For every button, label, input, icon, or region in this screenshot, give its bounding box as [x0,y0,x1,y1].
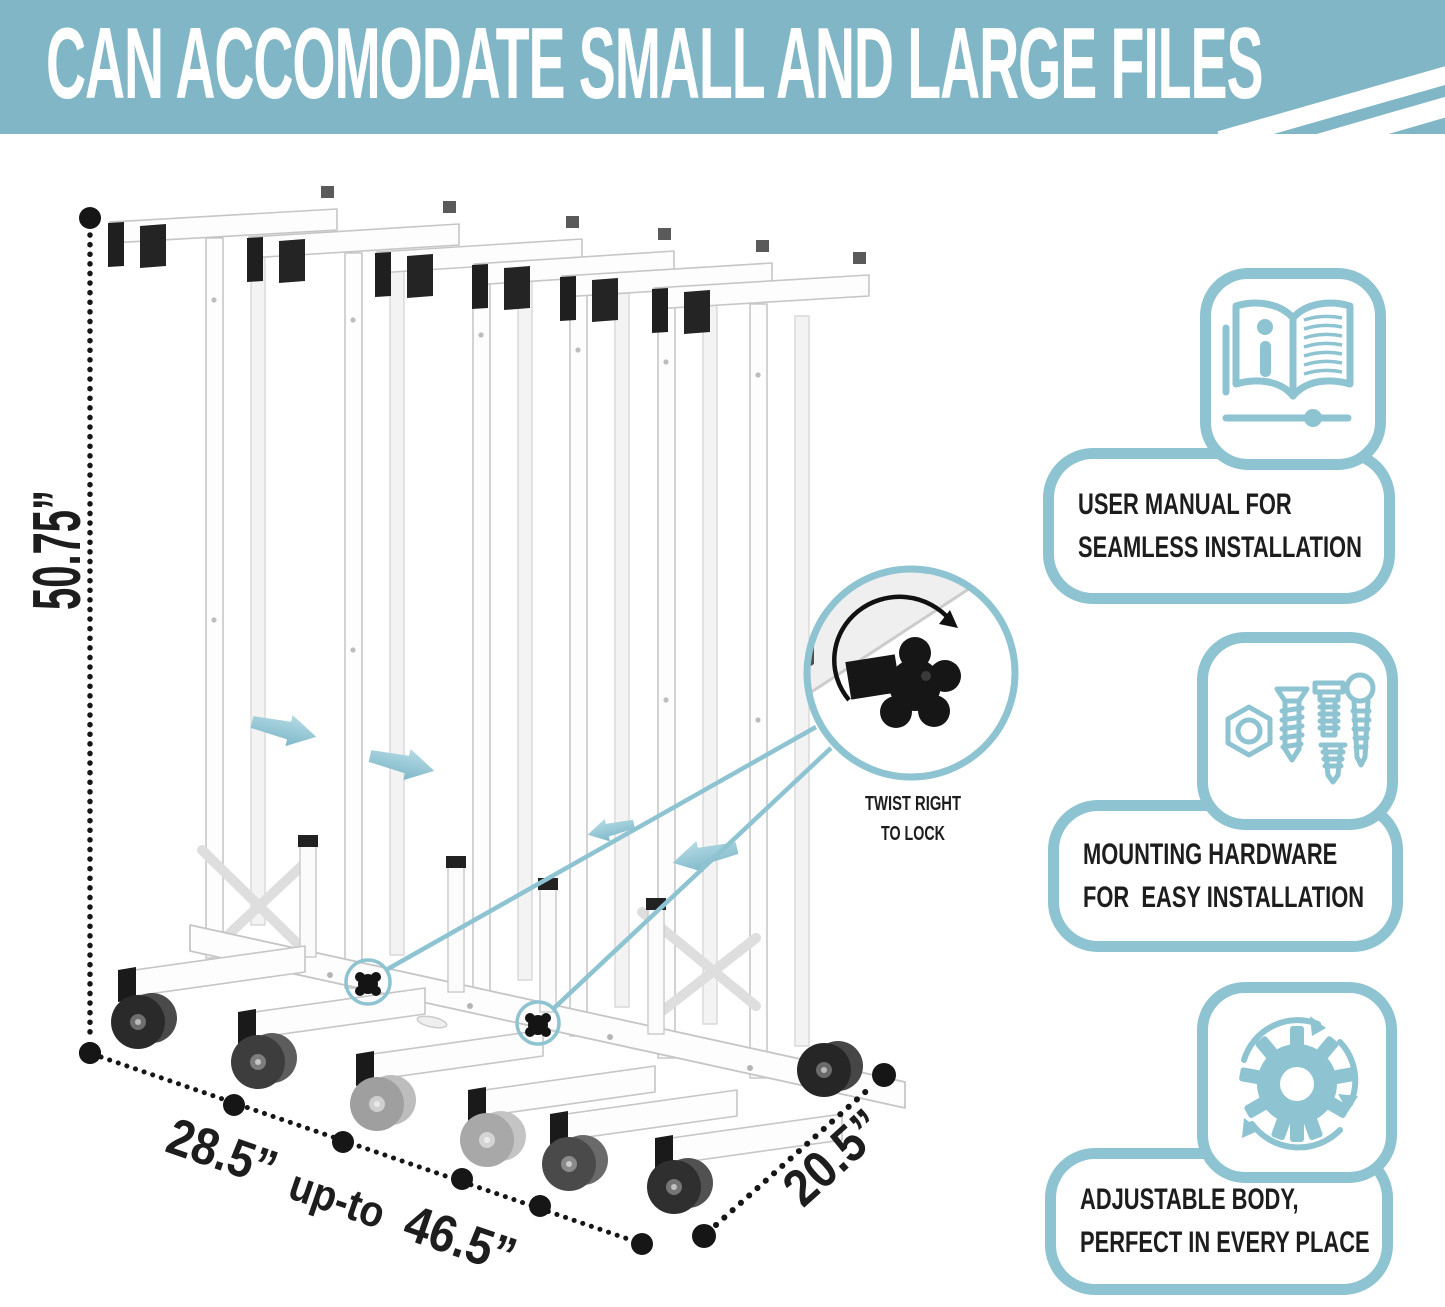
caster-wheel [797,1041,863,1097]
file-rack-illustration [108,186,906,1214]
caster-wheels [111,993,863,1214]
height-dimension-line [79,207,101,1064]
banner-title: CAN ACCOMODATE SMALL AND LARGE FILES [46,8,1264,121]
knob-illustration [845,637,961,728]
banner: CAN ACCOMODATE SMALL AND LARGE FILES [0,0,1445,134]
hanger-arm [375,216,583,298]
feature-icon-box-manual [1200,268,1386,470]
hanger-arms [108,186,870,334]
height-dimension-label: 50.75” [19,490,95,610]
width-dimension-line [79,1042,653,1255]
mounting-hardware-icon [1225,672,1375,784]
knob-callout-label-line1: TWIST RIGHT [865,793,961,815]
twist-arrow-icon [832,594,958,702]
knob-zoom-callout [803,565,1019,781]
feature-text-line: FOR EASY INSTALLATION [1083,880,1365,914]
user-manual-book-icon [1222,299,1354,427]
caster-wheel [111,993,177,1049]
caster-wheel [231,1033,297,1089]
hanger-arm [247,201,460,283]
knob-highlight-circles [344,958,561,1046]
feature-text-line: PERFECT IN EVERY PLACE [1080,1226,1370,1259]
width-max-label: 46.5” [397,1194,524,1286]
caster-wheel [350,1075,416,1131]
feature-text-bubble-manual: USER MANUAL FOR SEAMLESS INSTALLATION [1043,448,1395,604]
caster-wheel [460,1111,526,1167]
knob-highlight-circle [344,958,392,1006]
knob-highlight-circle [515,1000,561,1046]
callout-connector-lines [384,725,833,1012]
rack-screws [211,297,761,723]
caster-wheel [647,1158,713,1214]
width-connector-label: up-to [283,1160,392,1238]
feature-icon-box-hardware [1197,632,1398,830]
caster-wheel [542,1135,608,1191]
feature-text-line: ADJUSTABLE BODY, [1080,1183,1299,1216]
depth-dimension-line [692,1063,896,1248]
knob-callout-label-line2: TO LOCK [881,823,945,845]
feature-icon-box-adjustable [1197,982,1397,1183]
feature-text-line: MOUNTING HARDWARE [1083,837,1338,871]
hanger-arm [108,186,338,268]
rack-rear-posts [250,249,810,1047]
feature-text-line: SEAMLESS INSTALLATION [1078,530,1362,564]
hanger-arm [560,240,773,322]
hanger-arm [652,252,870,334]
adjustable-gear-icon [1239,1015,1359,1150]
width-min-label: 28.5” [160,1107,285,1198]
rack-front-posts [205,237,768,1079]
feature-text-line: USER MANUAL FOR [1078,487,1292,521]
rack-feet [118,945,843,1170]
